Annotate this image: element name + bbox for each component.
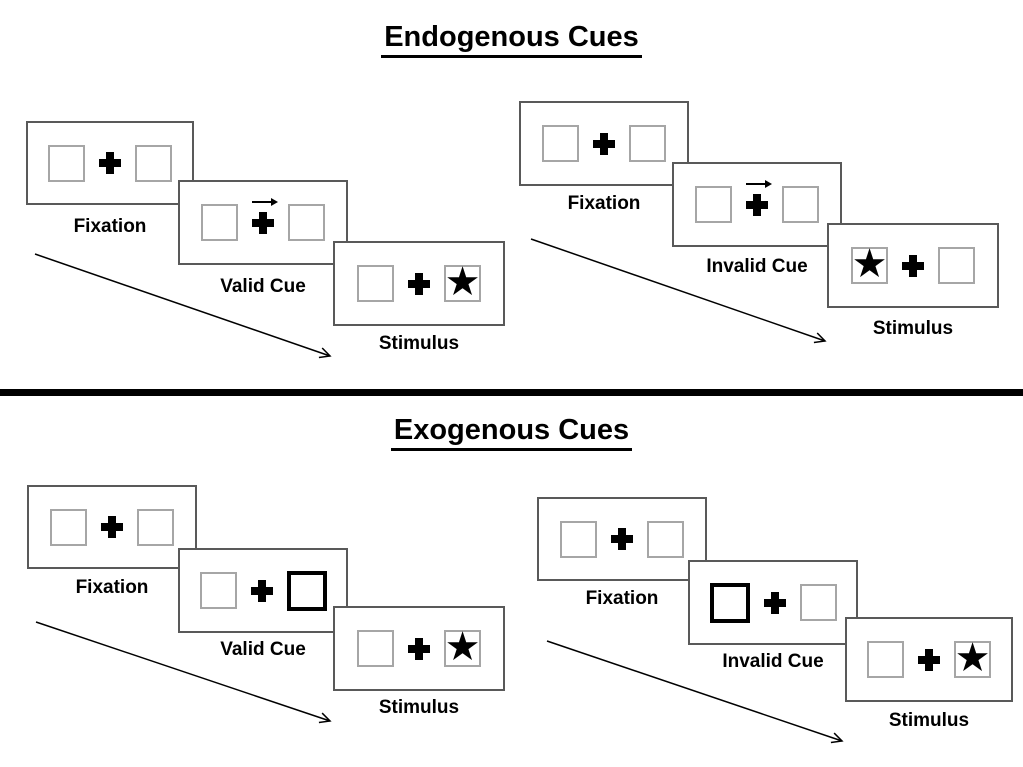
panel-label-invalid-cue: Invalid Cue	[706, 256, 808, 277]
placeholder-square-left	[357, 630, 394, 667]
target-square-right: ★	[954, 635, 991, 681]
panel-label-fixation: Fixation	[585, 588, 659, 609]
cue-arrow-icon	[746, 179, 772, 188]
sequence-arrow-endogenous-invalid	[530, 238, 827, 344]
fixation-cross-icon	[746, 193, 768, 216]
placeholder-square-right	[782, 186, 819, 223]
fixation-cross-icon	[763, 591, 786, 614]
endogenous-valid-stimulus-panel: ★	[333, 241, 505, 326]
fixation-cross-wrap	[610, 528, 634, 550]
fixation-cross-wrap	[251, 197, 278, 234]
placeholder-square-right	[629, 125, 666, 162]
panel-label-fixation: Fixation	[75, 577, 149, 598]
cue-arrow-icon	[252, 197, 278, 206]
panel-label-stimulus: Stimulus	[872, 318, 954, 339]
fixation-cross-icon	[252, 211, 274, 234]
placeholder-square-left	[199, 572, 237, 609]
placeholder-square-right	[288, 204, 325, 241]
fixation-cross-wrap	[407, 272, 431, 295]
fixation-cross-wrap	[407, 637, 431, 660]
panel-label-stimulus: Stimulus	[378, 333, 460, 354]
panel-label-fixation: Fixation	[567, 193, 641, 214]
exogenous-valid-cue-panel	[178, 548, 348, 633]
section-divider	[0, 389, 1023, 396]
exogenous-invalid-cue-panel	[688, 560, 858, 645]
placeholder-square-left	[695, 186, 732, 223]
placeholder-square-right	[938, 247, 975, 284]
section-header-endogenous: Endogenous Cues	[0, 21, 1023, 58]
fixation-cross-icon	[408, 272, 430, 295]
fixation-cross-icon	[593, 132, 615, 155]
placeholder-square-right	[647, 520, 684, 558]
exogenous-invalid-fixation-panel	[537, 497, 707, 581]
fixation-cross-icon	[250, 579, 273, 602]
placeholder-square-left	[50, 508, 87, 546]
placeholder-square-left	[201, 204, 238, 241]
panel-label-valid-cue: Valid Cue	[220, 639, 306, 660]
fixation-cross-wrap	[98, 152, 122, 174]
star-icon: ★	[444, 259, 481, 305]
endogenous-invalid-fixation-panel	[519, 101, 689, 186]
exogenous-invalid-stimulus-panel: ★	[845, 617, 1013, 702]
target-square-right: ★	[444, 624, 481, 670]
panel-label-valid-cue: Valid Cue	[220, 276, 306, 297]
star-icon: ★	[851, 241, 888, 287]
exogenous-valid-stimulus-panel: ★	[333, 606, 505, 691]
fixation-cross-icon	[408, 637, 430, 660]
sequence-arrow-exogenous-valid	[35, 621, 332, 724]
fixation-cross-icon	[902, 254, 924, 277]
sequence-arrow-exogenous-invalid	[546, 640, 844, 744]
panel-label-stimulus: Stimulus	[378, 697, 460, 718]
fixation-cross-wrap	[100, 516, 124, 538]
fixation-cross-wrap	[592, 132, 616, 155]
endogenous-invalid-stimulus-panel: ★	[827, 223, 999, 308]
fixation-cross-wrap	[745, 179, 772, 216]
fixation-cross-icon	[611, 528, 633, 550]
sequence-arrow-endogenous-valid	[34, 253, 332, 359]
fixation-cross-wrap	[901, 254, 925, 277]
target-square-right: ★	[444, 259, 481, 305]
bold-cue-square-left	[709, 582, 750, 623]
endogenous-valid-cue-panel	[178, 180, 348, 265]
placeholder-square-left	[48, 144, 85, 182]
star-icon: ★	[444, 624, 481, 670]
panel-label-stimulus: Stimulus	[888, 710, 970, 731]
section-header-exogenous: Exogenous Cues	[0, 414, 1023, 451]
exogenous-valid-fixation-panel	[27, 485, 197, 569]
fixation-cross-wrap	[917, 648, 941, 671]
target-square-left: ★	[851, 241, 888, 287]
section-title-endogenous: Endogenous Cues	[381, 21, 642, 58]
panel-label-fixation: Fixation	[73, 216, 147, 237]
placeholder-square-left	[560, 520, 597, 558]
fixation-cross-wrap	[250, 579, 274, 602]
panel-label-invalid-cue: Invalid Cue	[722, 651, 824, 672]
placeholder-square-left	[357, 265, 394, 302]
placeholder-square-right	[137, 508, 174, 546]
placeholder-square-left	[542, 125, 579, 162]
fixation-cross-icon	[101, 516, 123, 538]
fixation-cross-icon	[99, 152, 121, 174]
fixation-cross-wrap	[763, 591, 787, 614]
fixation-cross-icon	[918, 648, 940, 671]
endogenous-invalid-cue-panel	[672, 162, 842, 247]
placeholder-square-right	[799, 584, 837, 621]
section-title-exogenous: Exogenous Cues	[390, 414, 633, 451]
star-icon: ★	[954, 635, 991, 681]
bold-cue-square-right	[286, 570, 327, 611]
placeholder-square-left	[867, 641, 904, 678]
endogenous-valid-fixation-panel	[26, 121, 194, 205]
placeholder-square-right	[135, 144, 172, 182]
